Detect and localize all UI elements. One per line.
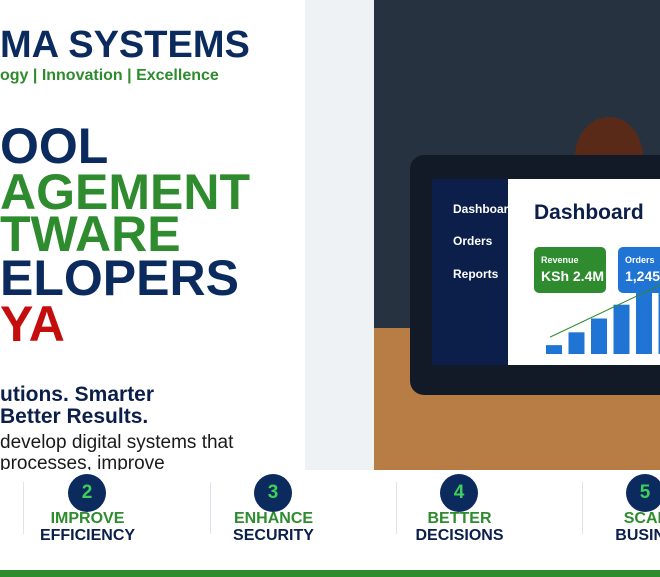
subheadline-line-1: utions. Smarter <box>0 383 155 406</box>
chart-bar <box>658 284 660 354</box>
orders-card-value: 1,245 <box>625 268 660 284</box>
headline-line-1: OOL <box>0 118 109 174</box>
laptop-screen: Dashboard Orders Reports Dashboard Reven… <box>432 179 660 365</box>
revenue-card: Revenue KSh 2.4M <box>534 247 606 293</box>
dashboard-title: Dashboard <box>534 201 644 224</box>
brand-tagline: ogy | Innovation | Excellence <box>0 67 219 84</box>
chart-bar <box>568 332 585 354</box>
headline-line-4: ELOPERS <box>0 250 239 306</box>
headline-line-3: TWARE <box>0 206 181 262</box>
benefits-strip: 2 IMPROVE EFFICIENCY 3 ENHANCE SECURITY … <box>0 470 660 570</box>
sidebar-item-orders: Orders <box>453 234 493 248</box>
laptop: Dashboard Orders Reports Dashboard Reven… <box>410 155 660 395</box>
chart-trend-line <box>549 284 660 338</box>
brand-name: MA SYSTEMS <box>0 24 250 66</box>
benefit-scale-business: 5 SCAL BUSINE <box>568 472 660 562</box>
benefit-number-badge: 2 <box>68 474 106 512</box>
chart-bar <box>636 291 652 354</box>
body-text-line-2: processes, improve <box>0 453 165 470</box>
benefit-better-decisions: 4 BETTER DECISIONS <box>382 472 542 562</box>
benefit-divider <box>396 482 397 534</box>
benefit-title-line-1: BETTER <box>427 510 492 527</box>
dashboard-bar-chart <box>546 284 660 354</box>
revenue-card-value: KSh 2.4M <box>541 268 605 284</box>
benefit-title-line-1: ENHANCE <box>233 510 314 527</box>
chart-bar <box>546 345 562 354</box>
sidebar-item-dashboard: Dashboard <box>453 202 516 216</box>
orders-card: Orders 1,245 <box>618 247 660 293</box>
benefit-number-badge: 3 <box>254 474 292 512</box>
hero-photo: Dashboard Orders Reports Dashboard Reven… <box>374 0 660 470</box>
dashboard-sidebar: Dashboard Orders Reports <box>432 179 516 365</box>
benefit-number-badge: 5 <box>626 474 660 512</box>
benefit-enhance-security: 3 ENHANCE SECURITY <box>196 472 356 562</box>
revenue-card-label: Revenue <box>541 255 579 265</box>
benefit-divider <box>210 482 211 534</box>
footer-accent-bar <box>0 570 660 577</box>
benefit-divider <box>582 482 583 534</box>
hero-left-panel: MA SYSTEMS ogy | Innovation | Excellence… <box>0 0 305 470</box>
benefit-title-line-2: EFFICIENCY <box>39 527 136 544</box>
subheadline-line-2: Better Results. <box>0 405 149 428</box>
benefit-title-line-2: SECURITY <box>233 527 314 544</box>
benefit-title-line-1: SCAL <box>623 510 660 527</box>
benefit-title-line-1: IMPROVE <box>50 510 125 527</box>
orders-card-label: Orders <box>625 255 655 265</box>
hero-divider-gap <box>305 0 374 470</box>
chart-bar <box>591 318 607 354</box>
benefit-number-badge: 4 <box>440 474 478 512</box>
benefit-title-line-2: DECISIONS <box>415 527 504 544</box>
benefit-divider <box>23 482 24 534</box>
headline-line-5: YA <box>0 296 65 352</box>
body-text-line-1: develop digital systems that <box>0 432 234 453</box>
chart-bar <box>613 304 630 354</box>
headline-line-2: AGEMENT <box>0 164 250 220</box>
benefit-title-line-2: BUSINE <box>615 527 660 544</box>
benefit-improve-efficiency: 2 IMPROVE EFFICIENCY <box>10 472 170 562</box>
sidebar-item-reports: Reports <box>453 267 499 281</box>
